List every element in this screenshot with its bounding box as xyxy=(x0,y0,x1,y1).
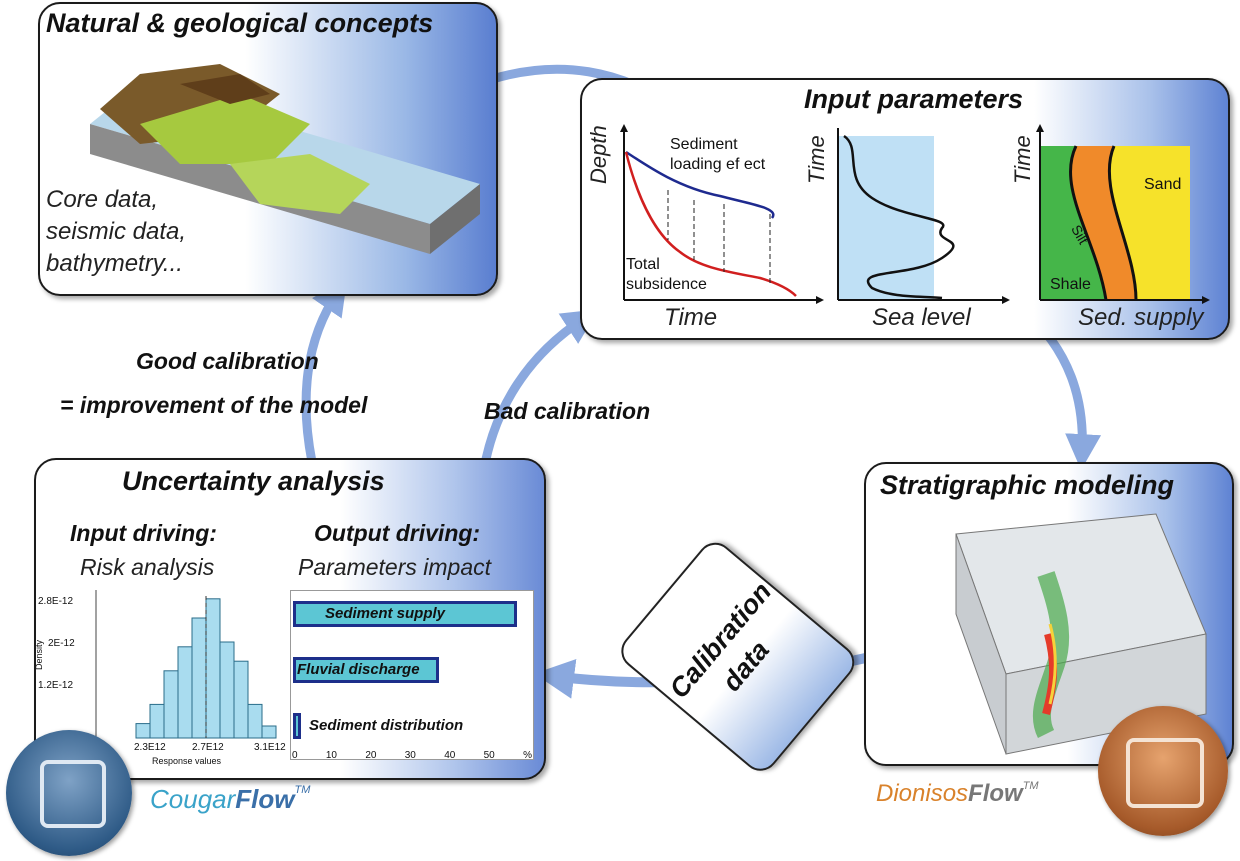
natural-concepts-title: Natural & geological concepts xyxy=(46,8,434,38)
hist-ytick-3: 1.2E-12 xyxy=(38,680,74,691)
hbar-xtick-30: 30 xyxy=(404,750,416,761)
bad-calibration-label: Bad calibration xyxy=(484,398,651,424)
input-driving-heading: Input driving: xyxy=(70,520,217,546)
zone-shale-label: Shale xyxy=(1050,276,1091,293)
hist-bar-2 xyxy=(163,670,179,739)
risk-histogram xyxy=(95,590,277,739)
impact-bar-label-2: Sediment distribution xyxy=(309,717,464,734)
hist-bar-3 xyxy=(177,646,193,739)
cougar-tm: TM xyxy=(294,784,311,796)
natural-concepts-panel: Natural & geological concepts Core data,… xyxy=(38,2,498,296)
hist-bar-9 xyxy=(261,725,277,739)
hbar-xtick-pct: % xyxy=(523,750,532,761)
output-driving-heading: Output driving: xyxy=(314,520,481,546)
dionisosflow-logo-icon xyxy=(1098,706,1228,836)
dionisos-flow-text: Flow xyxy=(968,780,1023,807)
sediment-supply-chart xyxy=(1036,124,1210,304)
natural-note-1: Core data, xyxy=(46,186,159,213)
subsidence-chart xyxy=(620,124,824,304)
chart1-ylabel: Depth xyxy=(586,125,611,184)
hbar-xtick-10: 10 xyxy=(325,750,337,761)
hist-xlabel: Response values xyxy=(152,756,222,766)
cougar-flow-text: Flow xyxy=(235,784,295,814)
natural-note-2: seismic data, xyxy=(46,218,187,245)
cougar-text: Cougar xyxy=(150,784,236,814)
chart1-label-sediment: Sediment xyxy=(670,136,738,153)
chart2-xlabel: Sea level xyxy=(872,304,971,331)
impact-bar-1 xyxy=(293,657,439,683)
terrain-block-illustration xyxy=(90,64,480,254)
hist-bar-0 xyxy=(135,723,151,739)
parameters-impact-subheading: Parameters impact xyxy=(298,554,492,580)
impact-bar-label-1: Fluvial discharge xyxy=(297,661,420,678)
dionisos-tm: TM xyxy=(1022,780,1039,792)
uncertainty-panel: Uncertainty analysis Input driving: Risk… xyxy=(34,458,546,780)
hist-bar-4 xyxy=(191,617,207,739)
impact-bar-2 xyxy=(293,713,301,739)
arrow-good-calibration xyxy=(301,278,348,463)
chart1-label-total: Total xyxy=(626,256,660,273)
risk-analysis-subheading: Risk analysis xyxy=(80,554,215,580)
hist-bar-5 xyxy=(205,598,221,739)
uncertainty-title: Uncertainty analysis xyxy=(122,466,385,496)
hist-xtick-3: 3.1E12 xyxy=(254,742,286,753)
hist-bar-7 xyxy=(233,660,249,739)
hbar-xaxis: 0 10 20 30 40 50 % xyxy=(292,750,532,761)
hist-bar-1 xyxy=(149,703,165,739)
good-calibration-subtext: = improvement of the model xyxy=(60,392,368,418)
chart3-ylabel: Time xyxy=(1010,135,1035,184)
hist-ytick-2: 2E-12 xyxy=(48,638,75,649)
hist-ylabel: Density xyxy=(34,639,44,670)
impact-bar-0 xyxy=(293,601,518,627)
hist-bar-8 xyxy=(247,703,263,739)
dionisos-text: Dionisos xyxy=(876,780,969,807)
impact-bar-label-0: Sediment supply xyxy=(325,605,446,622)
input-parameters-panel: Input parameters Depth Time Sediment loa… xyxy=(580,78,1230,340)
hbar-xtick-40: 40 xyxy=(444,750,456,761)
good-calibration-label: Good calibration xyxy=(136,348,319,374)
hbar-xtick-50: 50 xyxy=(483,750,495,761)
hist-ytick-1: 2.8E-12 xyxy=(38,596,74,607)
sea-level-chart xyxy=(837,128,1010,304)
chart1-label-subsidence: subsidence xyxy=(626,276,707,293)
chart1-label-loading: loading ef ect xyxy=(670,156,766,173)
chart3-xlabel: Sed. supply xyxy=(1078,304,1204,331)
hist-xtick-1: 2.3E12 xyxy=(134,742,166,753)
chart1-xlabel: Time xyxy=(664,304,718,331)
input-parameters-title: Input parameters xyxy=(804,84,1024,114)
zone-sand-label: Sand xyxy=(1144,176,1182,193)
hbar-xtick-20: 20 xyxy=(365,750,377,761)
hist-bar-6 xyxy=(219,641,235,739)
chart2-ylabel: Time xyxy=(804,135,829,184)
hbar-xtick-0: 0 xyxy=(292,750,298,761)
cougarflow-wordmark: CougarFlowTM xyxy=(150,784,310,815)
stratigraphic-title: Stratigraphic modeling xyxy=(880,470,1175,500)
hist-xtick-2: 2.7E12 xyxy=(192,742,224,753)
cougarflow-logo-icon xyxy=(6,730,132,856)
natural-note-3: bathymetry... xyxy=(46,250,183,277)
dionisosflow-wordmark: DionisosFlowTM xyxy=(876,780,1039,808)
